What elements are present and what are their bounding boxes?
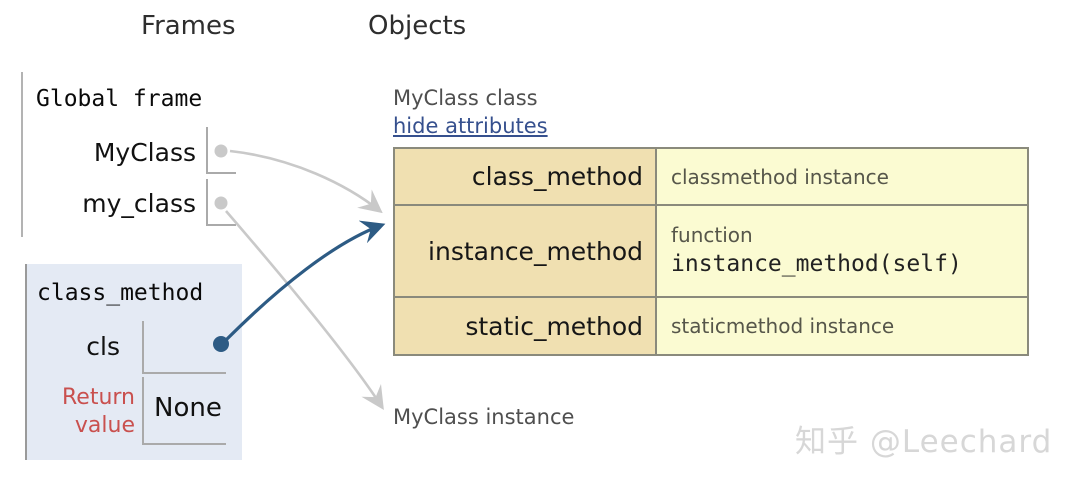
global-frame-title: Global frame xyxy=(36,86,203,112)
attr-name-static-method: static_method xyxy=(393,296,657,356)
table-row: class_method classmethod instance xyxy=(393,147,1029,206)
frames-header: Frames xyxy=(141,11,236,41)
hide-attributes-link[interactable]: hide attributes xyxy=(393,114,548,138)
attr-value-class-method: classmethod instance xyxy=(655,147,1029,206)
function-type-label: function xyxy=(671,223,753,247)
var-name-myclass: MyClass xyxy=(93,138,196,167)
return-value-label-line2: value xyxy=(74,413,135,438)
attr-value-static-method: staticmethod instance xyxy=(655,296,1029,356)
attr-value-instance-method: function instance_method(self) xyxy=(655,204,1029,298)
var-value-cell-my-class xyxy=(206,179,236,226)
attr-name-instance-method: instance_method xyxy=(393,204,657,298)
return-value-cell: None xyxy=(142,377,226,445)
watermark: 知乎 @Leechard xyxy=(795,424,1053,460)
function-signature: instance_method(self) xyxy=(671,251,962,277)
global-frame-border xyxy=(21,72,23,237)
class-method-frame-title: class_method xyxy=(37,280,204,306)
return-value-label: Return value xyxy=(28,384,135,440)
var-name-cls: cls xyxy=(86,332,120,361)
table-row: instance_method function instance_method… xyxy=(393,204,1029,298)
var-value-cell-myclass xyxy=(206,127,236,174)
var-name-my-class: my_class xyxy=(82,189,196,218)
attr-name-class-method: class_method xyxy=(393,147,657,206)
var-value-cell-cls xyxy=(142,321,226,374)
pointer-myclass-to-class-object xyxy=(229,149,383,214)
table-row: static_method staticmethod instance xyxy=(393,296,1029,356)
myclass-class-label: MyClass class xyxy=(393,86,538,110)
myclass-instance-label: MyClass instance xyxy=(393,405,575,429)
pointer-my-class-to-instance xyxy=(225,210,384,410)
objects-header: Objects xyxy=(368,11,467,41)
return-value-text: None xyxy=(154,393,222,423)
class-method-frame xyxy=(25,264,242,460)
return-value-label-line1: Return xyxy=(61,385,135,410)
pointer-cls-to-class-object xyxy=(224,220,386,342)
myclass-attributes-table: class_method classmethod instance instan… xyxy=(393,147,1029,356)
